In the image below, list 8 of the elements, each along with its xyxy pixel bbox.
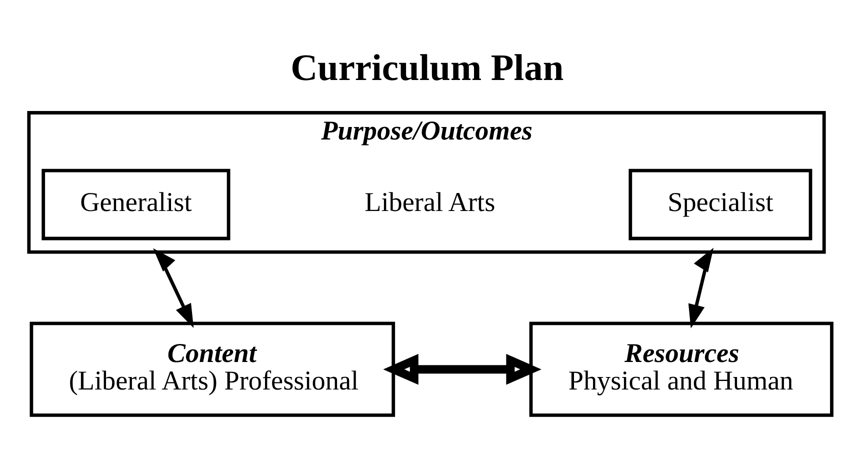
node-box: Content (Liberal Arts) Professional: [30, 322, 396, 417]
arrow: [688, 248, 714, 328]
node-box: Specialist: [628, 168, 812, 240]
diagram-title: Curriculum Plan: [290, 48, 564, 89]
node-box: Generalist: [42, 168, 230, 240]
arrow: [383, 354, 542, 385]
node-box: Resources Physical and Human: [529, 322, 834, 417]
arrow: [153, 248, 194, 328]
